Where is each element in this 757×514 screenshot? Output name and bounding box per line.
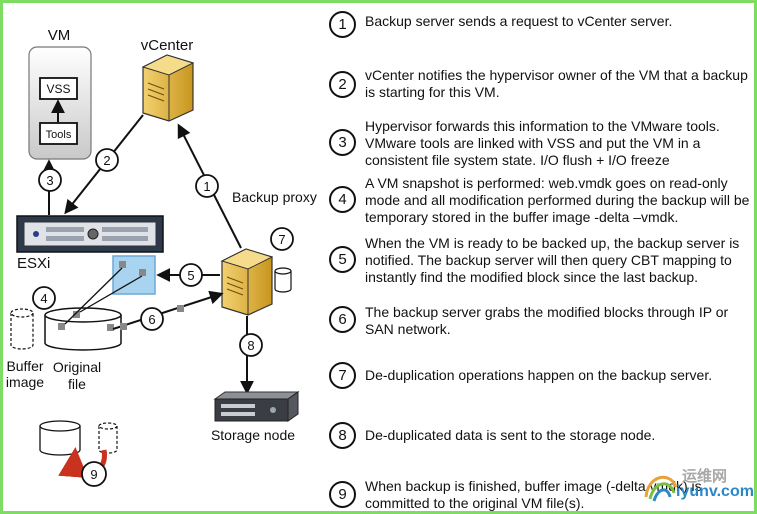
- block-link-line: [79, 275, 143, 313]
- marker-9-label: 9: [90, 467, 97, 482]
- step-list: 1 Backup server sends a request to vCent…: [325, 3, 754, 511]
- commit-target-disk: [39, 420, 81, 456]
- step-number-7: 7: [329, 362, 356, 389]
- block-icon: [120, 323, 127, 330]
- marker-3: [38, 168, 62, 192]
- step-number-8: 8: [329, 422, 356, 449]
- esxi-host-icon: [16, 215, 164, 253]
- marker-5-label: 5: [187, 268, 194, 283]
- marker-7-label: 7: [278, 232, 285, 247]
- marker-2-label: 2: [103, 153, 110, 168]
- step-number-9: 9: [329, 481, 356, 508]
- step-text-6: The backup server grabs the modified blo…: [365, 304, 729, 337]
- original-file-label-1: Original: [53, 359, 101, 375]
- vcenter-server-icon: [141, 54, 195, 122]
- tools-label: Tools: [46, 129, 72, 141]
- step-text-9: When backup is finished, buffer image (-…: [365, 478, 702, 511]
- backup-flow-diagram: VM VSS Tools 3 vCenter 2 1 Backup proxy: [6, 27, 317, 487]
- marker-6: [140, 307, 164, 331]
- marker-1-label: 1: [203, 179, 210, 194]
- step-text-4: A VM snapshot is performed: web.vmdk goe…: [365, 175, 750, 225]
- step-text-5: When the VM is ready to be backed up, th…: [365, 235, 740, 285]
- watermark-en: iyunv.com: [676, 483, 754, 500]
- marker-3-label: 3: [46, 173, 53, 188]
- step-text-2: vCenter notifies the hypervisor owner of…: [365, 67, 748, 100]
- watermark-logo-icon: [644, 475, 678, 502]
- block-icon: [107, 324, 114, 331]
- step-text-3: Hypervisor forwards this information to …: [365, 118, 720, 168]
- marker-4: [32, 286, 56, 310]
- commit-buffer-disk: [98, 422, 118, 454]
- marker-4-label: 4: [40, 291, 47, 306]
- storage-node-icon: [213, 391, 300, 422]
- block-icon: [177, 305, 184, 312]
- tools-box: [39, 122, 78, 145]
- vss-label: VSS: [46, 82, 70, 96]
- marker-9: [81, 461, 107, 487]
- block-icon: [58, 323, 65, 330]
- marker-1: [195, 174, 219, 198]
- marker-2: [95, 148, 119, 172]
- watermark-cn: 运维网: [682, 468, 728, 485]
- marker-8: [239, 333, 263, 357]
- step-number-4: 4: [329, 186, 356, 213]
- site-watermark: 运维网 iyunv.com: [640, 465, 754, 505]
- original-file-label-2: file: [68, 376, 86, 392]
- esxi-label: ESXi: [17, 255, 50, 272]
- vss-box: [39, 77, 78, 100]
- dedup-cache-disk: [274, 267, 292, 293]
- step-text-1: Backup server sends a request to vCenter…: [365, 13, 673, 29]
- step-number-5: 5: [329, 246, 356, 273]
- vm-label: VM: [48, 27, 71, 44]
- backup-proxy-label: Backup proxy: [232, 189, 317, 205]
- step-number-6: 6: [329, 306, 356, 333]
- storage-node-label: Storage node: [211, 427, 295, 443]
- marker-5: [179, 263, 203, 287]
- buffer-image-label-1: Buffer: [6, 358, 43, 374]
- block-icon: [139, 269, 146, 276]
- buffer-image-disk: [10, 308, 34, 350]
- marker-6-label: 6: [148, 312, 155, 327]
- marker-7: [270, 227, 294, 251]
- marker-8-label: 8: [247, 338, 254, 353]
- buffer-image-label-2: image: [6, 374, 44, 390]
- step-number-3: 3: [329, 129, 356, 156]
- step-number-1: 1: [329, 11, 356, 38]
- step-text-8: De-duplicated data is sent to the storag…: [365, 427, 656, 443]
- step-number-2: 2: [329, 71, 356, 98]
- vcenter-label: vCenter: [141, 37, 194, 54]
- block-icon: [119, 261, 126, 268]
- original-file-disk: [44, 307, 122, 351]
- disk-to-proxy-arrow: [112, 290, 224, 330]
- step-text-7: De-duplication operations happen on the …: [365, 367, 713, 383]
- block-icon: [73, 311, 80, 318]
- block-link-line: [64, 267, 123, 325]
- backup-proxy-server-icon: [220, 248, 274, 316]
